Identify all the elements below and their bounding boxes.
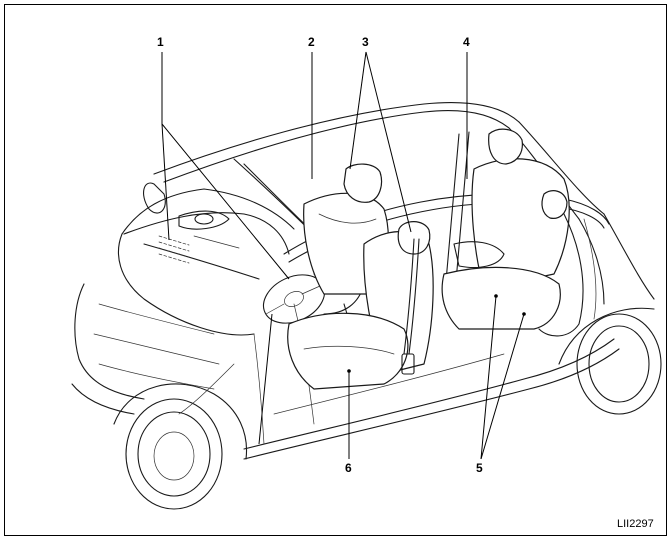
leader-dots bbox=[347, 294, 526, 373]
diagram-canvas: 1 2 3 4 5 6 LII2297 bbox=[4, 4, 667, 536]
callout-4: 4 bbox=[463, 35, 470, 49]
rear-side-panel bbox=[538, 213, 597, 337]
callout-1: 1 bbox=[157, 35, 164, 49]
driver-seat bbox=[287, 221, 434, 390]
callout-3: 3 bbox=[362, 35, 369, 49]
leader-lines bbox=[161, 51, 525, 460]
rear-seat bbox=[441, 128, 570, 330]
callout-5: 5 bbox=[476, 461, 483, 475]
figure-code: LII2297 bbox=[617, 518, 654, 530]
dashboard-airbag-marks bbox=[158, 235, 190, 264]
callout-6: 6 bbox=[345, 461, 352, 475]
callout-2: 2 bbox=[308, 35, 315, 49]
